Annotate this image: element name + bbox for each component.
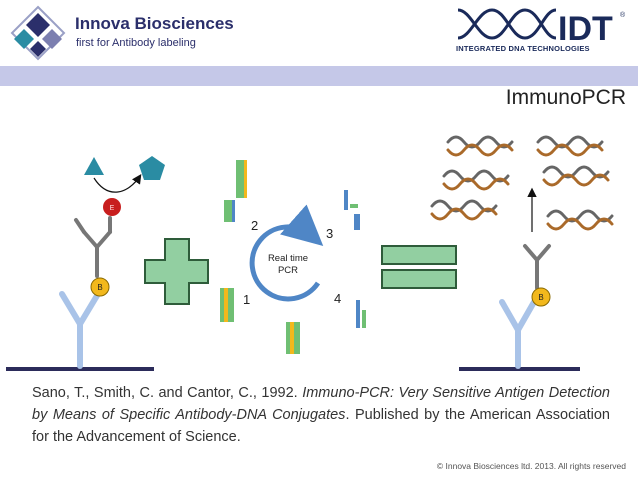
equals-bar-bottom: [382, 270, 456, 288]
copyright-notice: © Innova Biosciences ltd. 2013. All righ…: [437, 461, 626, 471]
left-biotin-label: B: [97, 283, 102, 292]
immuno-pcr-diagram: B E B: [0, 0, 638, 380]
pcr-label: Real time PCR: [257, 253, 319, 277]
right-biotin-label: B: [538, 293, 543, 302]
pcr-label-line2: PCR: [257, 265, 319, 277]
pcr-step-2: 2: [251, 218, 258, 233]
pcr-step-1: 1: [243, 292, 250, 307]
amplified-dna-helices: [432, 137, 612, 229]
left-detection-antibody: [76, 218, 110, 276]
equals-bar-top: [382, 246, 456, 264]
right-capture-antibody: [502, 302, 534, 366]
citation: Sano, T., Smith, C. and Cantor, C., 1992…: [32, 382, 610, 448]
pcr-step-4: 4: [334, 291, 341, 306]
conversion-arrow: [94, 176, 140, 192]
right-detection-antibody: [525, 246, 549, 288]
product-pentagon-icon: [139, 156, 165, 180]
left-capture-antibody: [62, 294, 98, 366]
pcr-label-line1: Real time: [257, 253, 319, 265]
pcr-step-3: 3: [326, 226, 333, 241]
left-enzyme-label: E: [110, 205, 115, 212]
substrate-triangle-icon: [84, 157, 104, 175]
plus-sign: [145, 239, 208, 304]
citation-authors: Sano, T., Smith, C. and Cantor, C., 1992…: [32, 385, 302, 401]
